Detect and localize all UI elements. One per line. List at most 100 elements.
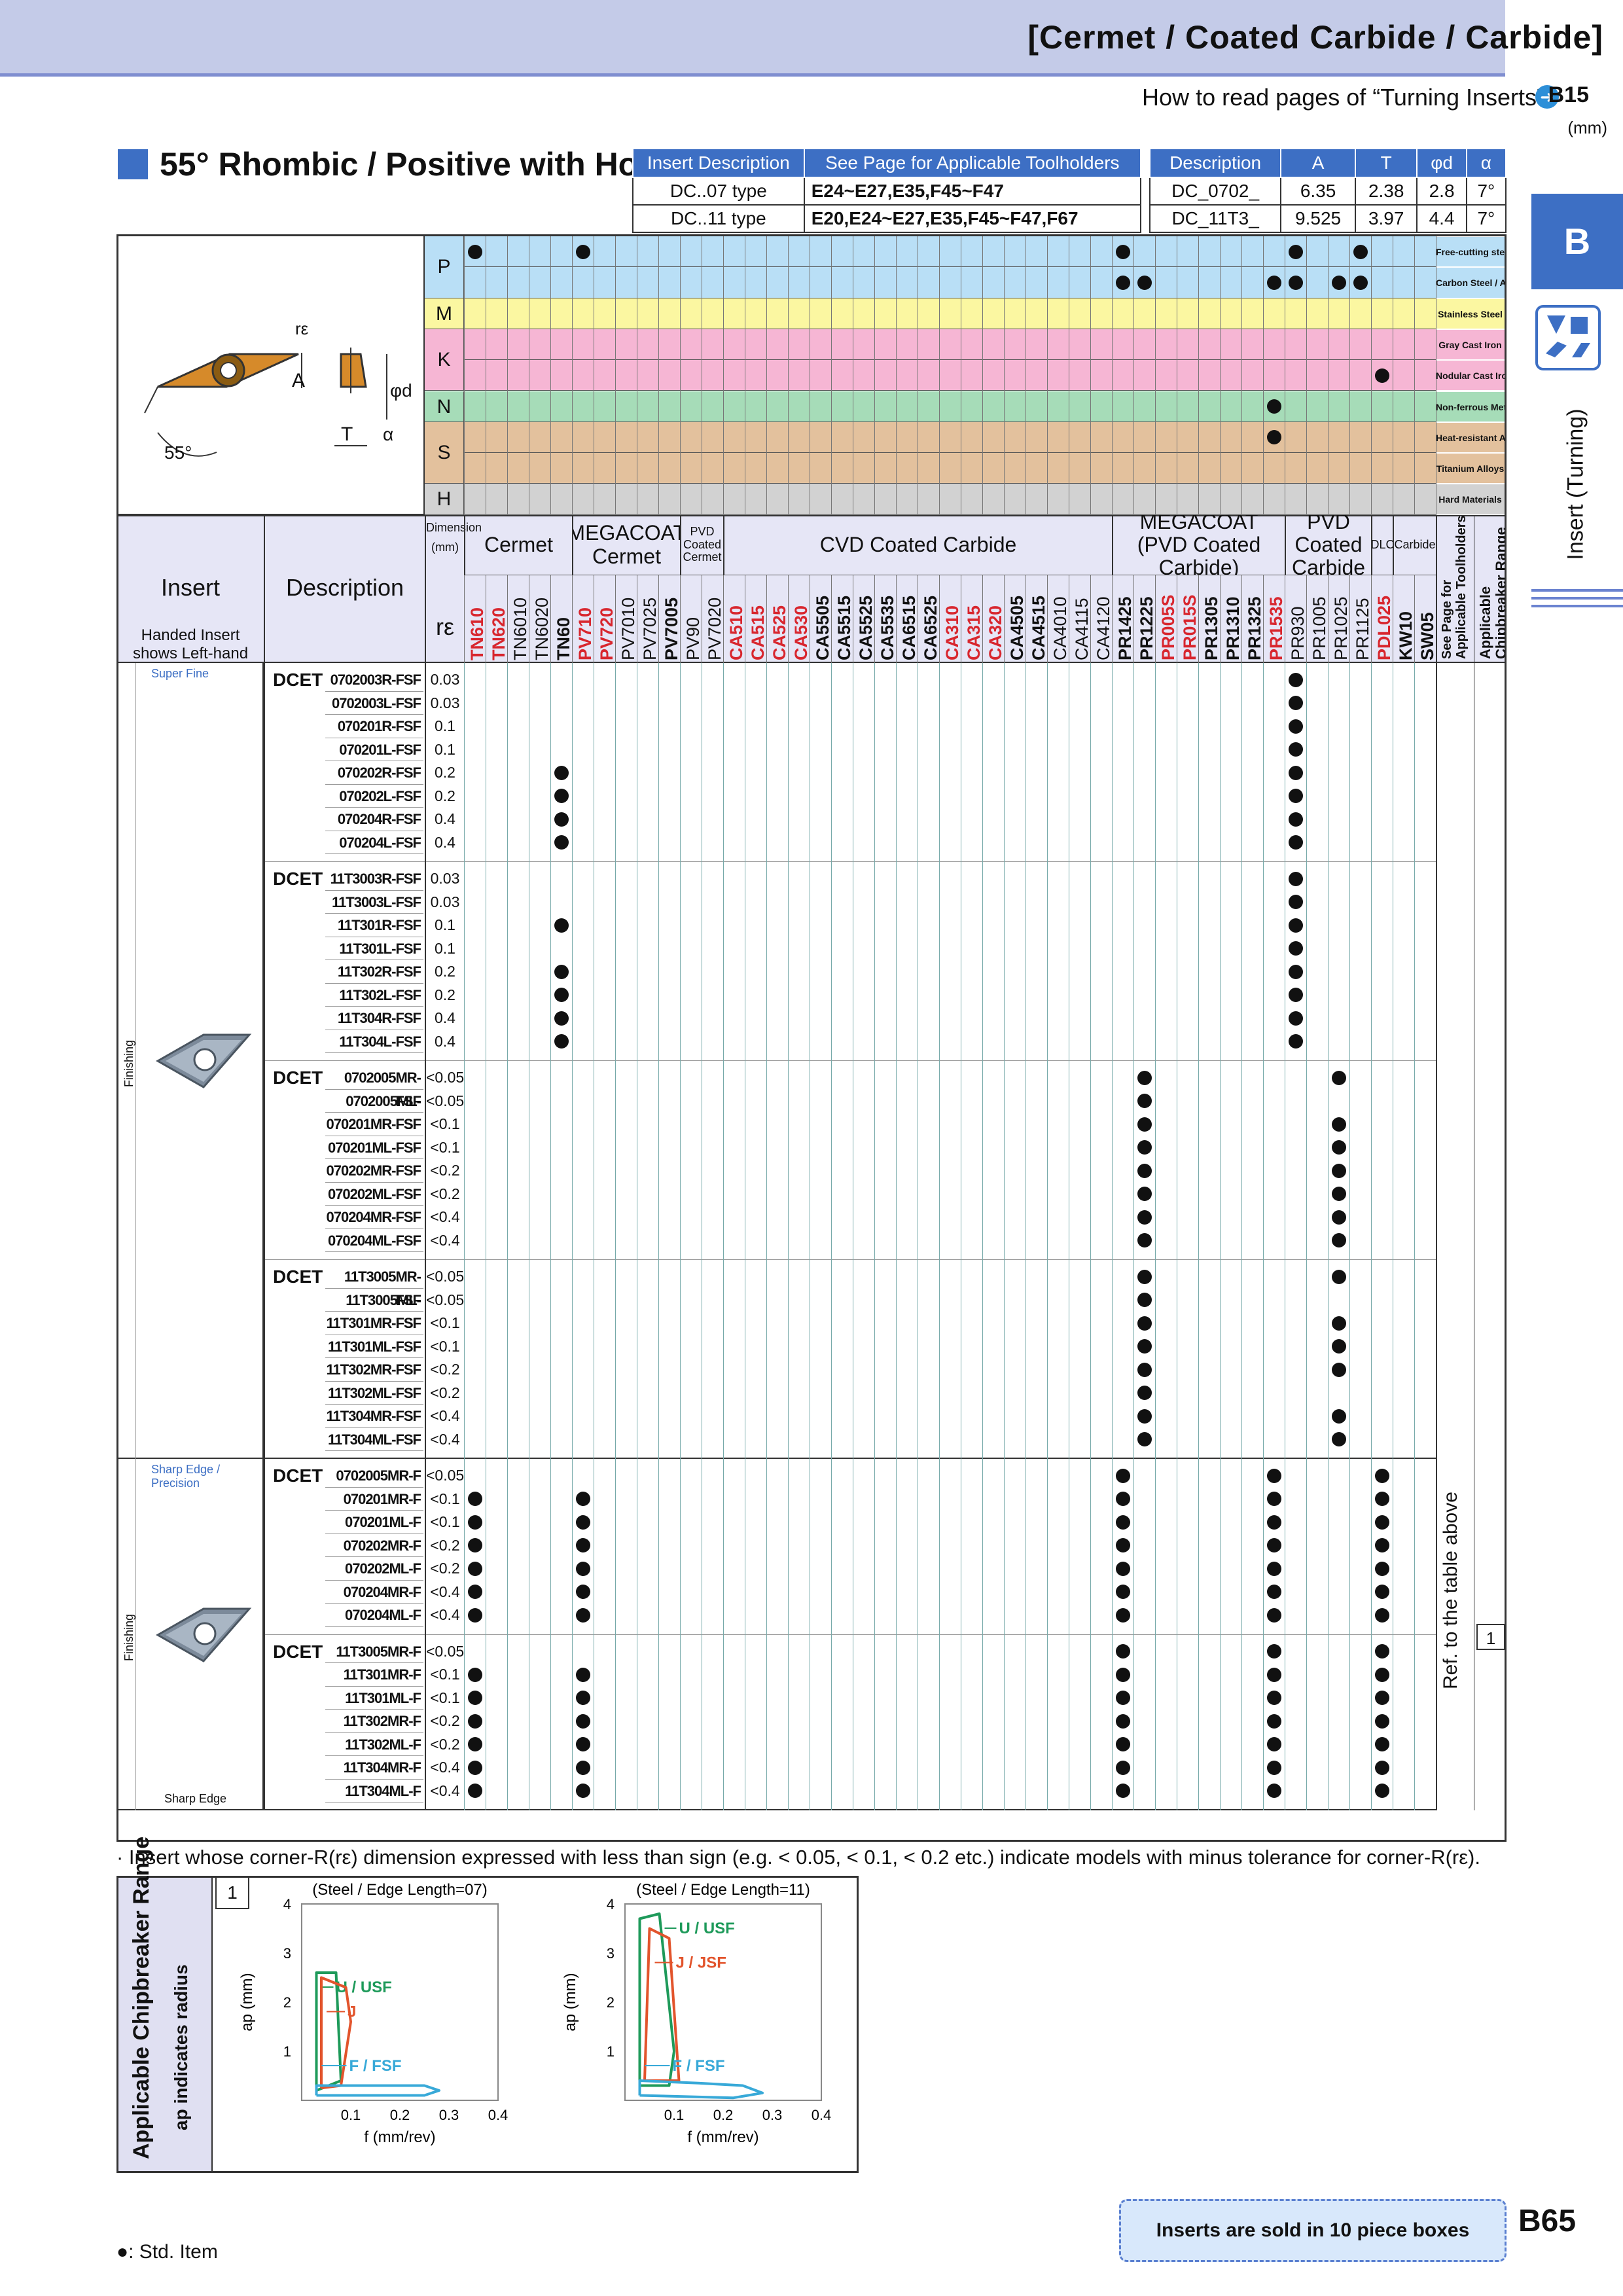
grade-name: CA5515 [834, 595, 854, 660]
grade-header: KW10 [1393, 575, 1416, 663]
material-code: M [425, 298, 464, 329]
material-code: K [425, 329, 464, 391]
grade-header: CA5515 [831, 575, 854, 663]
standard-item-dot [468, 1585, 482, 1600]
grid-line [550, 236, 551, 515]
insert-header: Insert [160, 574, 221, 601]
insert-code: 11T304L-FSF [325, 1030, 423, 1053]
chipbreaker-range-ref[interactable]: 1 [1476, 1624, 1505, 1650]
grid-line [1220, 236, 1221, 515]
grade-header: CA530 [788, 575, 811, 663]
chipbreaker-name: Super Fine [151, 667, 209, 680]
standard-item-dot [1267, 1468, 1281, 1483]
grid-line [982, 663, 983, 1810]
grade-header: PDL025 [1371, 575, 1394, 663]
grid-line [507, 663, 508, 1810]
standard-item-dot [1332, 1362, 1346, 1377]
standard-item-dot [1289, 871, 1303, 886]
series-label: F / FSF [673, 2057, 725, 2075]
grade-header: PR1310 [1220, 575, 1243, 663]
table-cell: 2.8 [1416, 177, 1467, 206]
insert-code: 11T304R-FSF [325, 1007, 423, 1030]
insert-code: 070204R-FSF [325, 808, 423, 831]
standard-item-dot [576, 1538, 590, 1553]
material-name: Gray Cast Iron [1436, 329, 1505, 360]
arrow-right-icon[interactable]: ➜ [1535, 85, 1559, 109]
insert-photo [155, 1607, 252, 1662]
standard-item-dot [1353, 244, 1368, 259]
standard-item-dot [1332, 1233, 1346, 1248]
standard-item-dot [1137, 1293, 1152, 1308]
table-cell: E20,E24~E27,E35,F45~F47,F67 [803, 204, 1142, 233]
grade-header: TN6010 [507, 575, 530, 663]
grade-name: TN6010 [510, 597, 530, 660]
grade-name: CA6515 [899, 595, 919, 660]
grade-header: PR1305 [1198, 575, 1221, 663]
standard-item-dot [468, 1667, 482, 1682]
standard-item-dot [1375, 1760, 1389, 1775]
corner-radius: 0.03 [430, 893, 460, 910]
grid-line [1263, 663, 1264, 1810]
grid-line [1155, 236, 1156, 515]
grade-name: TN60 [554, 617, 573, 660]
standard-item-dot [1289, 1011, 1303, 1026]
standard-item-dot [1289, 789, 1303, 804]
standard-item-dot [1375, 1644, 1389, 1659]
y-tick-label: 4 [607, 1896, 615, 1912]
standard-item-dot [1137, 1432, 1152, 1447]
standard-item-dot [1116, 1644, 1130, 1659]
material-code: H [425, 484, 464, 515]
standard-item-dot [468, 244, 482, 259]
page-title: [Cermet / Coated Carbide / Carbide] [1027, 19, 1603, 56]
standard-item-dot [1116, 1585, 1130, 1600]
standard-item-dot [1375, 1713, 1389, 1729]
standard-item-dot [1267, 1561, 1281, 1576]
dimension-header: Dimension (mm) [426, 521, 482, 554]
standard-item-dot [1289, 719, 1303, 734]
grid-line [1155, 663, 1156, 1810]
howto-link[interactable]: How to read pages of “Turning Inserts” [1142, 84, 1544, 111]
insert-code: 070201R-FSF [325, 715, 423, 738]
grade-header: CA4515 [1026, 575, 1048, 663]
series-label: J [348, 2003, 356, 2021]
grade-name: PR1535 [1266, 596, 1286, 660]
grade-name: CA5505 [813, 595, 832, 660]
standard-item-dot [1289, 941, 1303, 956]
standard-item-dot [1289, 812, 1303, 827]
grade-name: CA4505 [1007, 595, 1027, 660]
corner-radius: <0.1 [430, 1115, 460, 1132]
grid-line [658, 236, 659, 515]
corner-radius: 0.4 [435, 833, 455, 851]
material-row [464, 422, 1436, 454]
standard-item-dot [576, 1515, 590, 1530]
application-label: Finishing [122, 1613, 135, 1661]
grade-name: PR1305 [1202, 596, 1221, 660]
table-cell: DC_0702_ [1149, 177, 1282, 206]
standard-item-dot [1375, 1561, 1389, 1576]
grade-name: TN620 [489, 607, 508, 660]
grade-header: PV710 [572, 575, 595, 663]
insert-code: 11T301R-FSF [325, 914, 423, 937]
grade-header: PR1535 [1263, 575, 1286, 663]
grade-header: PV7010 [615, 575, 638, 663]
corner-radius: <0.4 [430, 1759, 460, 1776]
corner-radius: 0.1 [435, 740, 455, 758]
series-label: DCET [273, 1465, 323, 1486]
grid-line [615, 236, 616, 515]
standard-item-dot [1137, 1140, 1152, 1155]
standard-item-dot [1375, 1468, 1389, 1483]
grade-header: PR1425 [1112, 575, 1135, 663]
standard-item-dot [1289, 835, 1303, 850]
description-header: Description [285, 574, 404, 601]
corner-radius: 0.4 [435, 1032, 455, 1050]
grid-line [1328, 236, 1329, 515]
howto-page-ref[interactable]: B15 [1548, 82, 1589, 107]
insert-code: 070202L-FSF [325, 785, 423, 808]
standard-item-dot [1116, 1538, 1130, 1553]
section-tab-b[interactable]: B [1531, 194, 1623, 289]
grid-line [896, 663, 897, 1810]
x-tick-label: 0.4 [488, 2107, 508, 2123]
corner-radius: 0.03 [430, 671, 460, 688]
